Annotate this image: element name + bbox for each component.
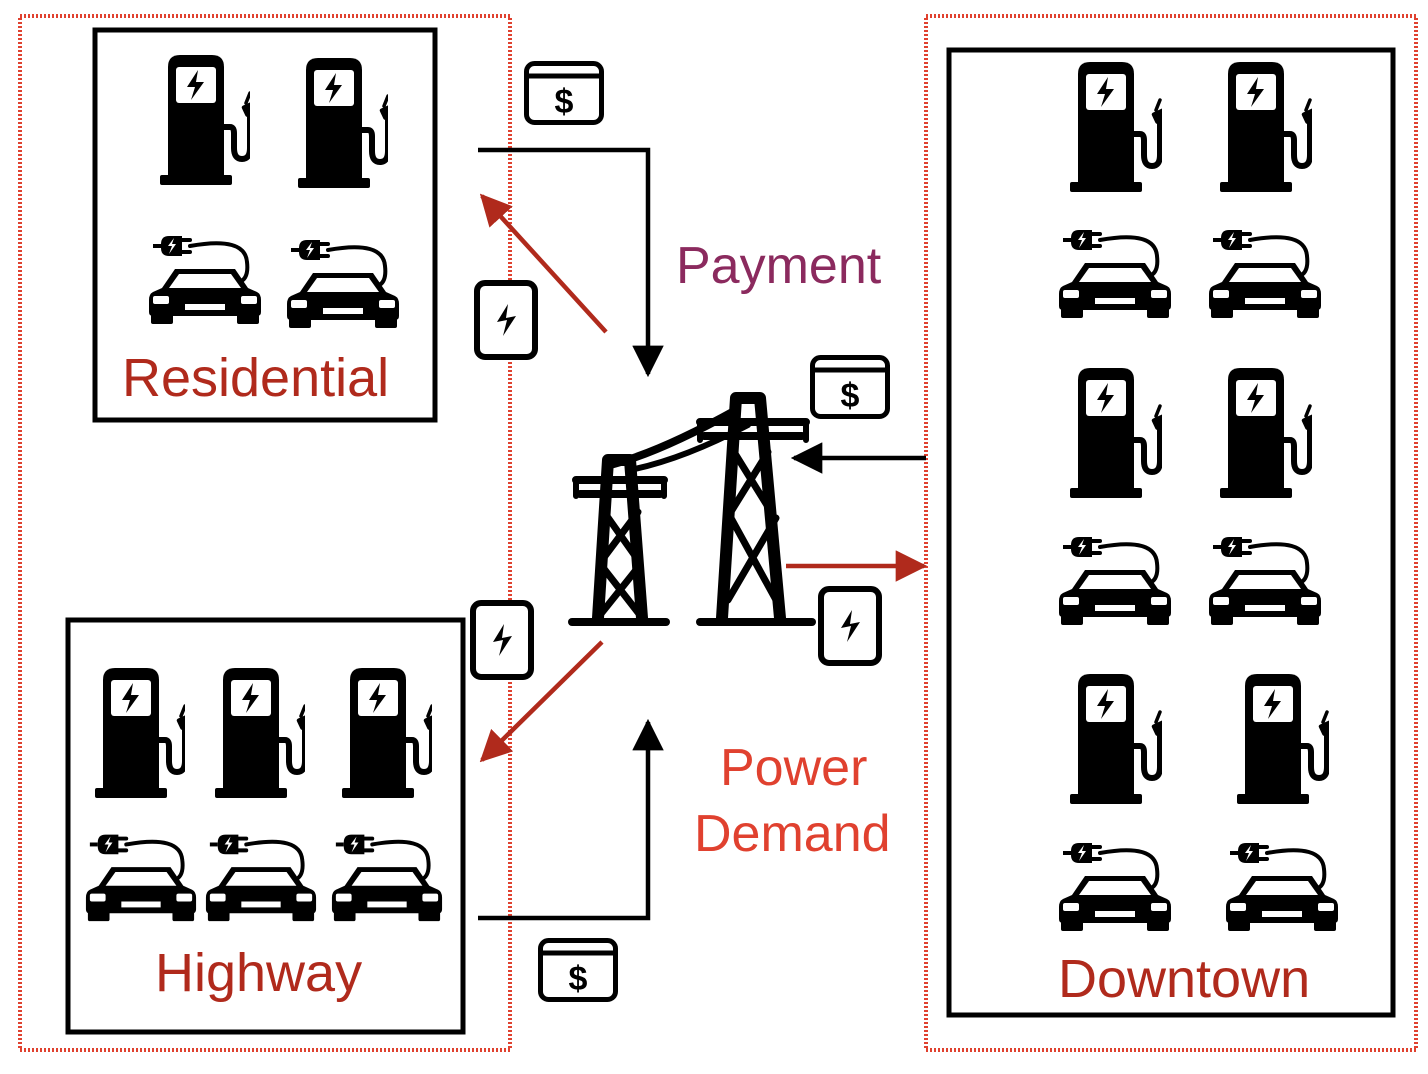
electric-car-plug-icon bbox=[1059, 537, 1171, 625]
payment-arrow-highway bbox=[478, 718, 664, 921]
ev-charging-station-icon bbox=[1070, 368, 1169, 498]
dollar-bill-icon bbox=[541, 941, 616, 1000]
highway-label: Highway bbox=[155, 943, 363, 1003]
payment-arrow-residential bbox=[478, 147, 664, 378]
power-arrow-highway bbox=[479, 640, 604, 763]
ev-charging-station-icon bbox=[160, 55, 259, 185]
ev-charging-station-icon bbox=[298, 58, 397, 188]
residential-label: Residential bbox=[122, 348, 390, 408]
battery-bolt-icon bbox=[473, 603, 531, 677]
transmission-tower-icon bbox=[568, 392, 816, 626]
electric-car-plug-icon bbox=[86, 835, 196, 922]
electric-car-plug-icon bbox=[1059, 843, 1171, 931]
ev-charging-station-icon bbox=[1070, 674, 1169, 804]
right-zone-border bbox=[924, 14, 1418, 1052]
ev-charging-station-icon bbox=[1237, 674, 1336, 804]
left-zone-border bbox=[18, 14, 512, 1052]
ev-charging-station-icon bbox=[342, 668, 441, 798]
power-label-line2: Demand bbox=[694, 805, 891, 863]
ev-charging-station-icon bbox=[215, 668, 314, 798]
dollar-bill-icon bbox=[527, 64, 602, 123]
power-arrow-residential bbox=[479, 193, 608, 334]
ev-charging-station-icon bbox=[1220, 62, 1319, 192]
electric-car-plug-icon bbox=[287, 240, 399, 328]
battery-bolt-icon bbox=[477, 283, 535, 357]
downtown-box bbox=[946, 47, 1396, 1018]
battery-bolt-icon bbox=[821, 589, 879, 663]
electric-car-plug-icon bbox=[332, 835, 442, 922]
ev-charging-station-icon bbox=[95, 668, 194, 798]
payment-label: Payment bbox=[676, 237, 882, 295]
power-label-line1: Power bbox=[720, 739, 868, 797]
electric-car-plug-icon bbox=[1059, 230, 1171, 318]
ev-charging-station-icon bbox=[1070, 62, 1169, 192]
electric-car-plug-icon bbox=[1209, 537, 1321, 625]
ev-charging-station-icon bbox=[1220, 368, 1319, 498]
electric-car-plug-icon bbox=[1209, 230, 1321, 318]
electric-car-plug-icon bbox=[149, 236, 261, 324]
downtown-label: Downtown bbox=[1058, 949, 1311, 1009]
highway-box bbox=[65, 617, 466, 1035]
residential-box bbox=[92, 27, 438, 423]
electric-car-plug-icon bbox=[1226, 843, 1338, 931]
dollar-bill-icon bbox=[813, 358, 888, 417]
electric-car-plug-icon bbox=[206, 835, 316, 922]
